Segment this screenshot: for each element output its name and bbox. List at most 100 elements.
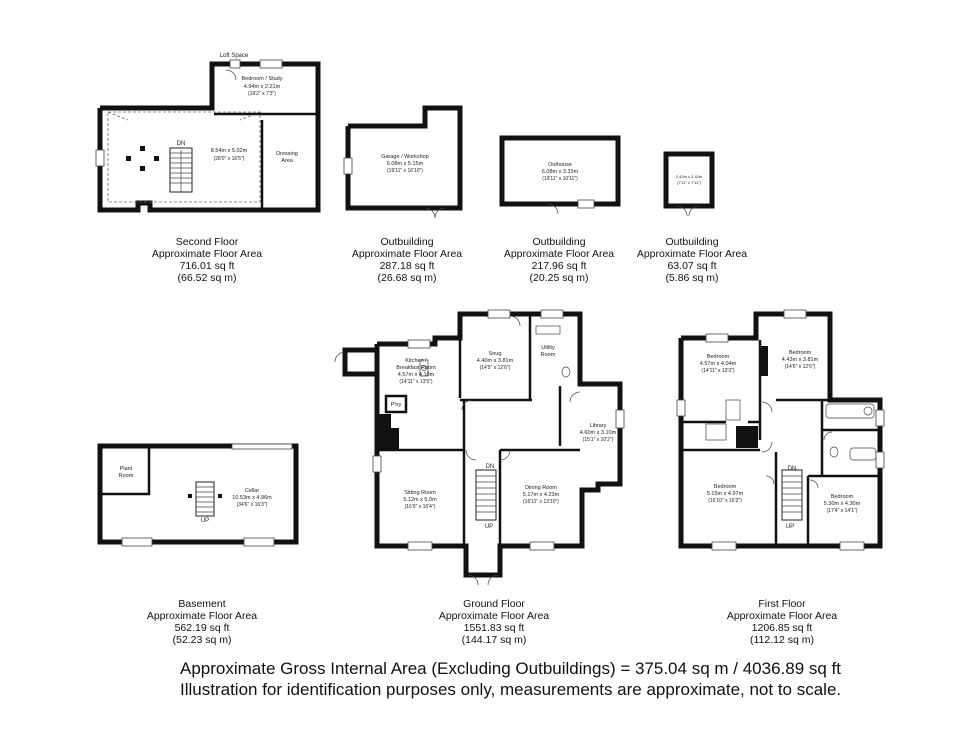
caption-shed-sqm: (5.86 sq m) (665, 272, 719, 284)
caption-second-floor-sqm: (66.52 sq m) (177, 272, 237, 284)
caption-garage-label: Approximate Floor Area (351, 248, 463, 260)
caption-shed-sqft: 63.07 sq ft (667, 260, 717, 272)
label-bedroom-4: Bedroom (831, 494, 854, 500)
caption-outhouse-sqm: (20.25 sq m) (529, 272, 589, 284)
label-first-stair-up: UP (786, 524, 794, 530)
dim-kitchen-metric: 4.57m x 4.10m (398, 372, 435, 378)
label-utility-1: Utility (541, 345, 555, 351)
outhouse-plan (499, 135, 621, 215)
caption-ground-floor-sqm: (144.17 sq m) (461, 634, 527, 646)
footer-gross-area: Approximate Gross Internal Area (Excludi… (180, 659, 841, 678)
dim-sitting-imperial: (16'9" x 16'4") (405, 504, 436, 510)
dim-garage-imperial: (19'11" x 16'10") (387, 168, 423, 174)
caption-ground-floor: Ground Floor Approximate Floor Area 1551… (394, 598, 594, 646)
caption-garage-name: Outbuilding (380, 236, 434, 248)
dim-kitchen-imperial: (14'11" x 13'5") (399, 379, 432, 385)
dim-snug-imperial: (14'5" x 12'6") (480, 365, 511, 371)
dim-bedroom-3-metric: 5.15m x 4.97m (707, 491, 744, 497)
dim-bedroom-1-metric: 4.57m x 4.04m (700, 361, 737, 367)
basement-plan (97, 443, 299, 547)
ground-floor-plan (334, 309, 625, 586)
caption-outhouse-name: Outbuilding (532, 236, 586, 248)
caption-shed-name: Outbuilding (665, 236, 719, 248)
caption-basement: Basement Approximate Floor Area 562.19 s… (102, 598, 302, 646)
caption-garage-sqft: 287.18 sq ft (379, 260, 435, 272)
caption-second-floor-name: Second Floor (175, 236, 239, 248)
label-pantry: P'try (391, 402, 402, 408)
caption-basement-label: Approximate Floor Area (146, 610, 258, 622)
dim-shed-metric: 2.42m x 2.42m (676, 174, 703, 179)
second-floor-plan (95, 59, 321, 213)
caption-shed-label: Approximate Floor Area (636, 248, 748, 260)
caption-outhouse-sqft: 217.96 sq ft (531, 260, 587, 272)
dim-bedroom-study-metric: 4.94m x 2.21m (244, 84, 281, 90)
dim-bedroom-3-imperial: (16'10" x 16'3") (708, 498, 742, 504)
dim-bedroom-1-imperial: (14'11" x 13'3") (701, 368, 734, 374)
label-plant-room-1: Plant (120, 466, 133, 472)
label-utility-2: Room (541, 352, 556, 358)
caption-ground-floor-name: Ground Floor (463, 598, 525, 610)
stair-basement (195, 481, 215, 517)
label-ground-stair-up: UP (485, 524, 493, 530)
label-bedroom-study: Bedroom / Study (242, 76, 283, 82)
dim-sitting-metric: 5.12m x 5.0m (403, 497, 437, 503)
dim-bedroom-study-imperial: (16'2" x 7'3") (248, 91, 276, 97)
dim-outhouse-metric: 6.08m x 3.33m (542, 169, 579, 175)
caption-basement-name: Basement (178, 598, 226, 610)
caption-basement-sqft: 562.19 sq ft (174, 622, 230, 634)
label-sitting-room: Sitting Room (404, 490, 436, 496)
caption-second-floor: Second Floor Approximate Floor Area 716.… (107, 236, 307, 284)
dim-dining-metric: 5.17m x 4.23m (523, 492, 560, 498)
label-ground-stair-dn: DN (486, 464, 495, 470)
dim-bedroom-4-metric: 5.30m x 4.30m (824, 501, 861, 507)
label-dining-room: Dining Room (525, 485, 557, 491)
first-floor-plan (676, 309, 885, 551)
dim-snug-metric: 4.40m x 3.81m (477, 358, 514, 364)
dim-outhouse-imperial: (19'11" x 10'11") (542, 176, 578, 182)
dim-dining-imperial: (16'11" x 13'10") (523, 499, 559, 505)
dim-bedroom-2-imperial: (14'6" x 12'6") (785, 364, 816, 370)
label-second-stair: DN (177, 141, 186, 147)
caption-basement-sqm: (52.23 sq m) (172, 634, 232, 646)
caption-first-floor-label: Approximate Floor Area (726, 610, 838, 622)
dim-bedroom-2-metric: 4.43m x 3.81m (782, 357, 819, 363)
label-snug: Snug (489, 351, 502, 357)
caption-second-floor-label: Approximate Floor Area (151, 248, 263, 260)
caption-shed: Outbuilding Approximate Floor Area 63.07… (592, 236, 792, 284)
caption-ground-floor-label: Approximate Floor Area (438, 610, 550, 622)
label-outhouse: Outhouse (548, 162, 572, 168)
caption-outhouse: Outbuilding Approximate Floor Area 217.9… (459, 236, 659, 284)
stair-ground-floor (475, 469, 497, 521)
caption-second-floor-sqft: 716.01 sq ft (179, 260, 235, 272)
caption-outhouse-label: Approximate Floor Area (503, 248, 615, 260)
caption-garage-sqm: (26.68 sq m) (377, 272, 437, 284)
dim-library-metric: 4.60m x 3.10m (580, 430, 617, 436)
label-kitchen-2: Breakfast Room (396, 365, 436, 371)
caption-first-floor-sqm: (112.12 sq m) (750, 634, 814, 646)
label-first-stair-dn: DN (788, 466, 797, 472)
caption-garage: Outbuilding Approximate Floor Area 287.1… (307, 236, 507, 284)
dim-cellar-imperial: (34'6" x 16'3") (237, 502, 268, 508)
footer-disclaimer: Illustration for identification purposes… (180, 680, 842, 699)
dim-second-main-imperial: (28'0" x 16'5") (214, 156, 245, 162)
label-basement-stair: UP (201, 518, 209, 524)
caption-first-floor-sqft: 1206.85 sq ft (751, 622, 813, 634)
dim-bedroom-4-imperial: (17'4" x 14'1") (827, 508, 858, 514)
label-dressing-2: Area (281, 158, 294, 164)
label-loft-space: Loft Space (220, 53, 249, 59)
label-bedroom-1: Bedroom (707, 354, 730, 360)
label-dressing-1: Dressing (276, 151, 298, 157)
dim-garage-metric: 6.08m x 5.15m (387, 161, 424, 167)
caption-ground-floor-sqft: 1551.83 sq ft (463, 622, 525, 634)
stair-second-floor (169, 147, 193, 193)
label-bedroom-3: Bedroom (714, 484, 737, 490)
label-kitchen-1: Kitchen / (405, 358, 427, 364)
dim-second-main-metric: 8.54m x 5.02m (211, 148, 248, 154)
caption-first-floor-name: First Floor (758, 598, 806, 610)
label-bedroom-2: Bedroom (789, 350, 812, 356)
dim-shed-imperial: (7'11" x 7'11") (677, 180, 702, 185)
garage-workshop-plan (343, 105, 463, 219)
label-plant-room-2: Room (119, 473, 134, 479)
dim-library-imperial: (15'1" x 10'2") (583, 437, 614, 443)
